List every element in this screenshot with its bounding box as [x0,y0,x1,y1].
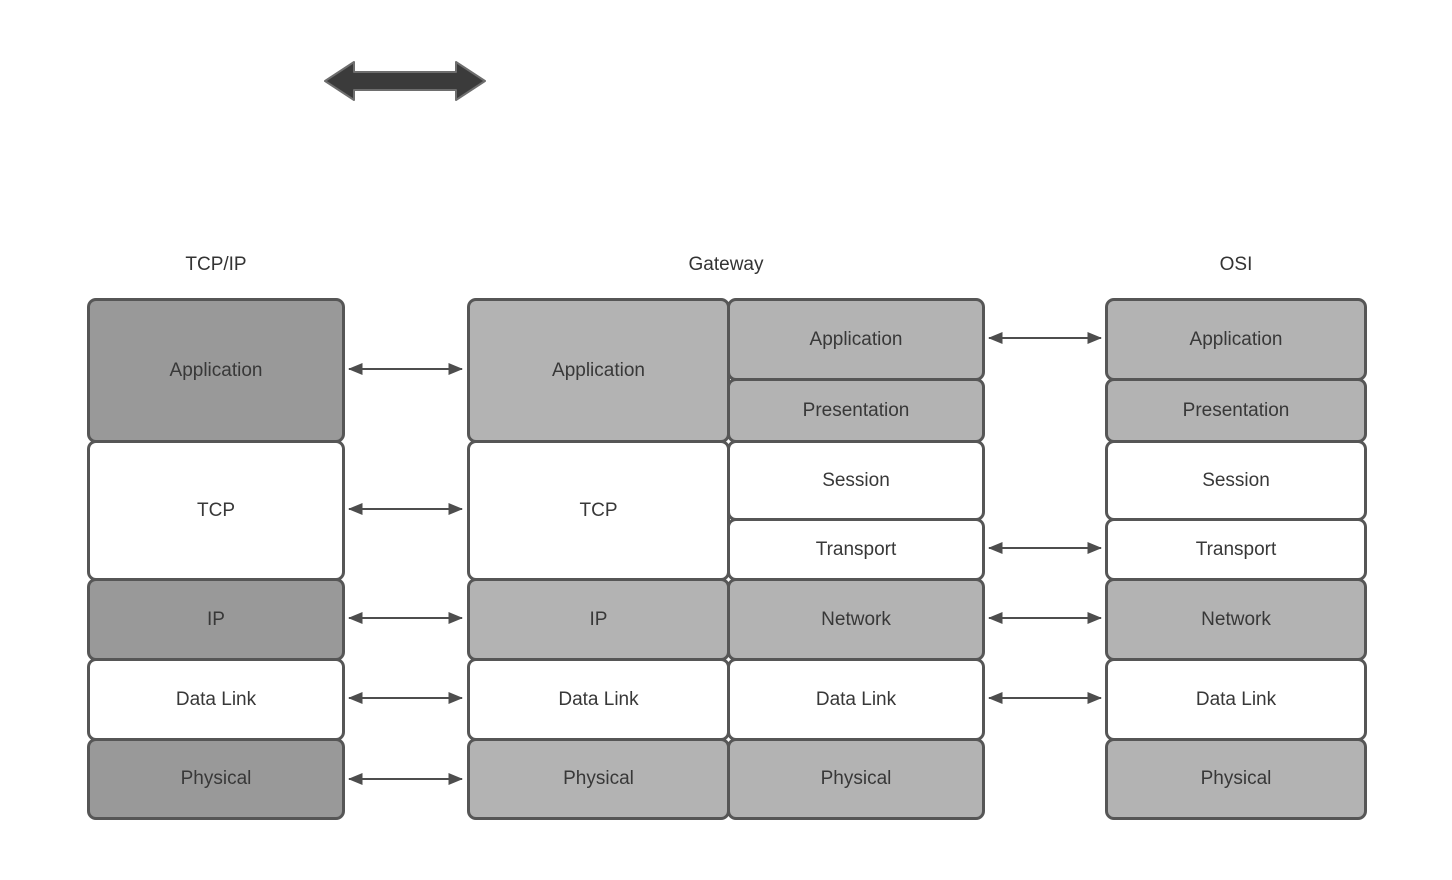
tcpip-layer-application: Application [87,298,345,443]
gateway-right-layer-physical: Physical [727,738,985,820]
gateway-right-layer-presentation: Presentation [727,378,985,443]
tcpip-layer-datalink: Data Link [87,658,345,741]
gateway-left-layer-physical: Physical [467,738,730,820]
tcpip-column-title: TCP/IP [185,254,247,275]
gateway-right-layer-session: Session [727,440,985,521]
gateway-right-layer-network: Network [727,578,985,661]
gateway-right-layer-application: Application [727,298,985,381]
gateway-left-layer-ip: IP [467,578,730,661]
osi-layer-transport: Transport [1105,518,1367,581]
gateway-column-title: Gateway [688,254,764,275]
osi-layer-application: Application [1105,298,1367,381]
tcpip-layer-ip: IP [87,578,345,661]
double-arrow-icon [324,61,486,101]
gateway-left-layer-tcp: TCP [467,440,730,581]
osi-layer-datalink: Data Link [1105,658,1367,741]
osi-layer-session: Session [1105,440,1367,521]
tcpip-layer-physical: Physical [87,738,345,820]
gateway-left-layer-datalink: Data Link [467,658,730,741]
osi-layer-network: Network [1105,578,1367,661]
gateway-left-layer-application: Application [467,298,730,443]
osi-column-title: OSI [1219,254,1253,275]
osi-layer-presentation: Presentation [1105,378,1367,443]
osi-layer-physical: Physical [1105,738,1367,820]
gateway-right-layer-transport: Transport [727,518,985,581]
tcpip-layer-tcp: TCP [87,440,345,581]
gateway-right-layer-datalink: Data Link [727,658,985,741]
